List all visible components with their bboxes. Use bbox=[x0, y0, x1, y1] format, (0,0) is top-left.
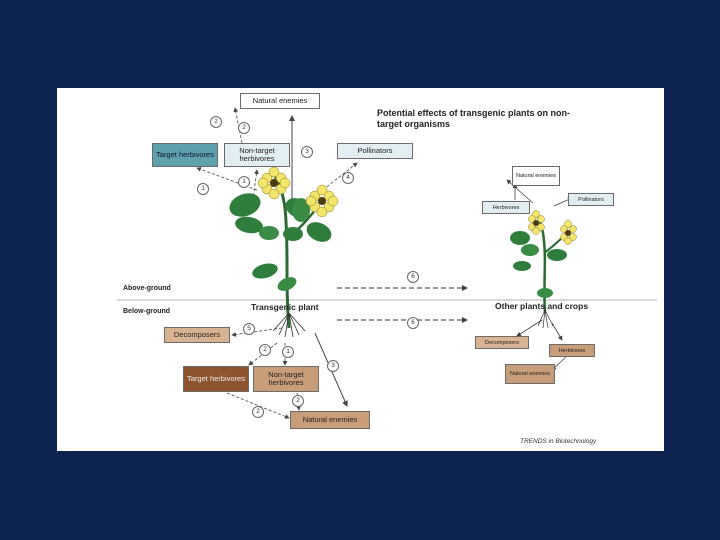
other-decomposers-box: Decomposers bbox=[475, 336, 529, 349]
marker-1-below: 1 bbox=[282, 346, 294, 358]
other-herbivores-below-box: Herbivores bbox=[549, 344, 595, 357]
marker-6-above: 6 bbox=[407, 271, 419, 283]
above-natural-enemies-box: Natural enemies bbox=[240, 93, 320, 109]
marker-6-below: 6 bbox=[407, 317, 419, 329]
above-target-herbivores-box: Target herbivores bbox=[152, 143, 218, 167]
marker-2-below: 2 bbox=[292, 395, 304, 407]
other-pollinators-box: Pollinators bbox=[568, 193, 614, 206]
marker-5-below: 5 bbox=[243, 323, 255, 335]
other-plant-illustration bbox=[510, 210, 577, 329]
below-natural-enemies-box: Natural enemies bbox=[290, 411, 370, 429]
marker-1-above: 1 bbox=[197, 183, 209, 195]
other-natural-enemies-below-box: Natural enemies bbox=[505, 364, 555, 384]
arrow-other-herbivores bbox=[506, 179, 534, 204]
below-target-herbivores-box: Target herbivores bbox=[183, 366, 249, 392]
other-plants-label: Other plants and crops bbox=[495, 301, 589, 311]
other-herbivores-box: Herbivores bbox=[482, 201, 530, 214]
marker-2-below-top: 2 bbox=[259, 344, 271, 356]
above-nontarget-herbivores-box: Non-target herbivores bbox=[224, 143, 290, 167]
above-pollinators-box: Pollinators bbox=[337, 143, 413, 159]
marker-4-above: 4 bbox=[342, 172, 354, 184]
other-natural-enemies-box: Natural enemies bbox=[512, 166, 560, 186]
above-ground-label: Above-ground bbox=[123, 285, 171, 292]
marker-3-below: 3 bbox=[327, 360, 339, 372]
arrow-plant-to-pollinators bbox=[318, 162, 358, 194]
marker-2-above: 2 bbox=[210, 116, 222, 128]
diagram-canvas bbox=[117, 107, 657, 419]
arrow-target-to-enemies-below bbox=[226, 392, 290, 419]
below-ground-label: Below-ground bbox=[123, 308, 171, 315]
arrow-other-herbivores-below bbox=[551, 322, 563, 341]
marker-2b-below: 2 bbox=[252, 406, 264, 418]
source-credit: TRENDS in Biotechnology bbox=[520, 438, 597, 445]
marker-1b-above: 1 bbox=[238, 176, 250, 188]
below-decomposers-box: Decomposers bbox=[164, 327, 230, 343]
marker-3-above: 3 bbox=[301, 146, 313, 158]
arrow-other-decomposers bbox=[516, 319, 543, 337]
transgenic-plant-label: Transgenic plant bbox=[251, 302, 319, 312]
figure-panel: Potential effects of transgenic plants o… bbox=[57, 88, 664, 451]
marker-2b-above: 2 bbox=[238, 122, 250, 134]
below-nontarget-herbivores-box: Non-target herbivores bbox=[253, 366, 319, 392]
arrow-plant-to-decomposers bbox=[231, 327, 283, 337]
transgenic-plant-illustration bbox=[229, 166, 339, 338]
diagram-title: Potential effects of transgenic plants o… bbox=[377, 108, 571, 129]
